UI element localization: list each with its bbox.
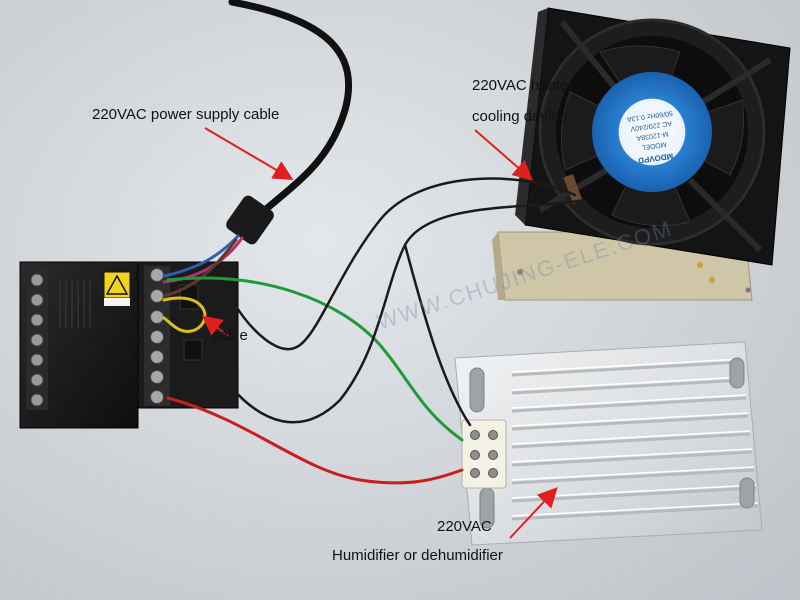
arrow-device xyxy=(474,129,534,181)
heatsink-device xyxy=(454,341,763,546)
cable-connector xyxy=(226,195,274,245)
label-humidifier-line2: Humidifier or dehumidifier xyxy=(332,547,503,564)
terminal-number: 5 xyxy=(133,350,141,365)
arrow-cable xyxy=(201,315,229,337)
fan-label-line: MODEL xyxy=(641,140,667,150)
label-device-line2: cooling device xyxy=(472,108,568,125)
fan-model: M-12038A xyxy=(636,130,669,141)
ceramic-terminal-block xyxy=(461,419,507,489)
terminal-number: 7 xyxy=(133,390,141,405)
terminal-number: 6 xyxy=(133,370,141,385)
terminal-number: 3 xyxy=(133,310,141,325)
terminal-number: 1 xyxy=(133,268,141,283)
terminal-number: 4 xyxy=(133,330,141,345)
terminal-number: 2 xyxy=(133,289,141,304)
power-cable xyxy=(228,0,353,214)
right-terminal-strip xyxy=(144,266,170,406)
left-terminal-strip xyxy=(26,270,48,410)
label-device-line1: 220VAC heater or xyxy=(472,77,591,94)
wiring xyxy=(162,0,587,485)
label-cable: cable xyxy=(212,327,248,344)
annotation-arrows xyxy=(201,127,558,539)
arrow-humidifier xyxy=(509,487,558,539)
label-power-cable: 220VAC power supply cable xyxy=(92,106,280,123)
label-humidifier-line1: 220VAC xyxy=(437,518,492,535)
red-wire xyxy=(166,396,464,485)
fan-label-sticker xyxy=(592,72,712,192)
temperature-controller xyxy=(19,261,239,429)
heatsink-fins xyxy=(511,360,759,521)
green-wire xyxy=(166,276,464,442)
arrow-power-cable xyxy=(204,127,294,181)
